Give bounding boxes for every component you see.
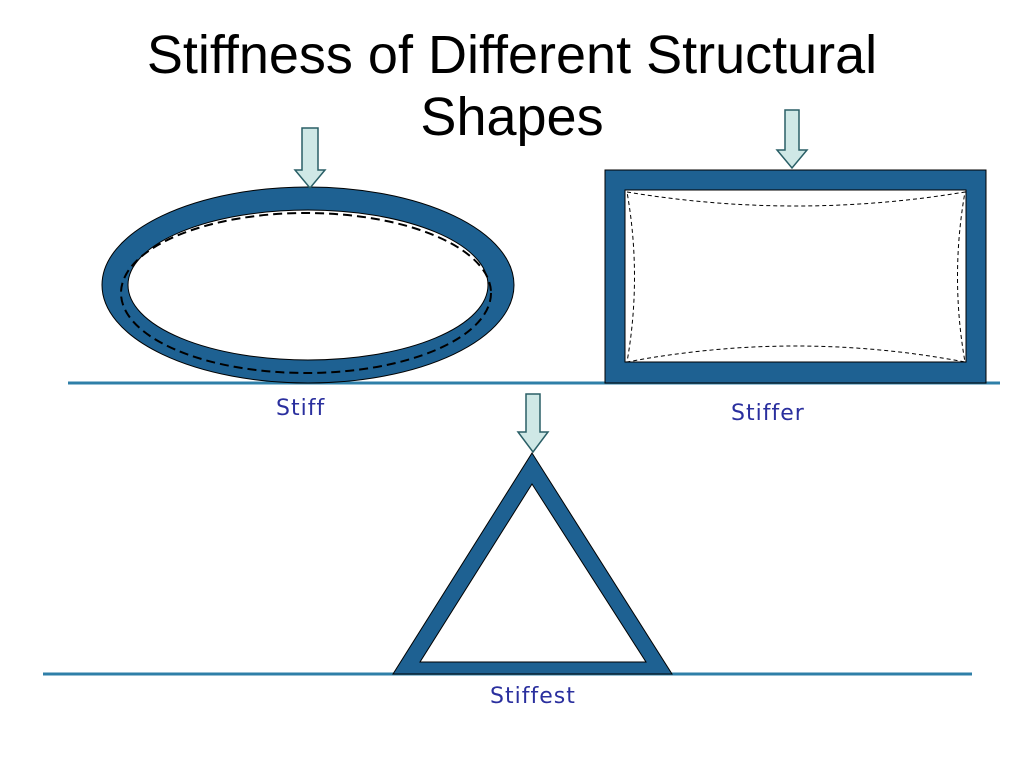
rectangle-frame	[604, 169, 987, 384]
triangle-frame	[392, 452, 673, 675]
label-stiffer: Stiffer	[731, 401, 805, 426]
slide-title-line-1: Stiffness of Different Structural	[146, 25, 878, 85]
ellipse-frame	[101, 186, 515, 384]
down-arrow-icon	[293, 127, 327, 190]
rectangle-deformed-outline	[626, 191, 966, 363]
slide-title-line-2: Shapes	[420, 87, 604, 147]
slide-title: Stiffness of Different Structural Shapes	[0, 24, 1024, 148]
label-stiffest: Stiffest	[490, 684, 576, 709]
ellipse-deformed-outline	[120, 212, 492, 374]
down-arrow-icon	[516, 393, 550, 454]
down-arrow-icon	[775, 109, 809, 170]
label-stiff: Stiff	[276, 396, 326, 421]
